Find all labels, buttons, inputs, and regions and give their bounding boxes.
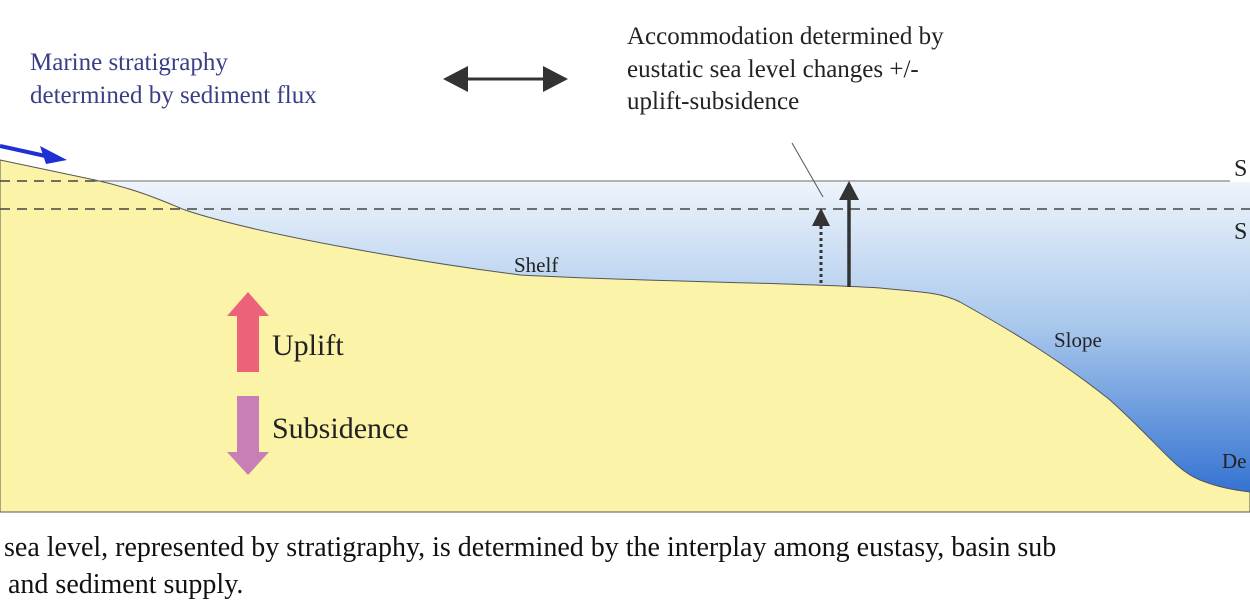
accommodation-solid-arrow-icon xyxy=(839,181,859,287)
sea-level-label-upper: S xyxy=(1234,156,1247,182)
caption-line2: and sediment supply. xyxy=(8,569,243,600)
double-headed-arrow-icon xyxy=(443,66,568,92)
sediment-flux-arrow-icon xyxy=(0,144,67,164)
annotation-leader-line xyxy=(791,142,824,198)
subsidence-arrow-icon xyxy=(227,396,269,475)
accommodation-label-line1: Accommodation determined by xyxy=(627,23,944,50)
marine-stratigraphy-label-line1: Marine stratigraphy xyxy=(30,49,228,76)
caption-line1: sea level, represented by stratigraphy, … xyxy=(4,532,1056,563)
accommodation-label-line2: eustatic sea level changes +/- xyxy=(627,56,919,83)
shelf-label: Shelf xyxy=(514,253,558,277)
marine-stratigraphy-label-line2: determined by sediment flux xyxy=(30,82,317,109)
accommodation-dotted-arrow-icon xyxy=(812,208,830,283)
uplift-arrow-icon xyxy=(227,292,269,372)
deep-basin-label: De xyxy=(1222,449,1247,473)
sea-level-label-lower: S xyxy=(1234,219,1247,245)
accommodation-label-line3: uplift-subsidence xyxy=(627,88,799,115)
sediment-profile xyxy=(0,159,1250,513)
slope-label: Slope xyxy=(1054,328,1102,352)
subsidence-label: Subsidence xyxy=(272,412,409,445)
uplift-label: Uplift xyxy=(272,329,344,362)
